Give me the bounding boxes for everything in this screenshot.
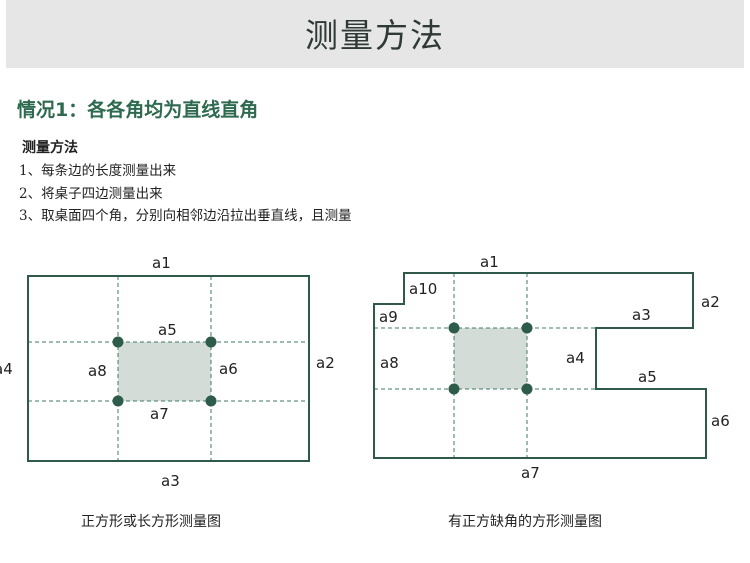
inner-shaded-area — [454, 328, 527, 389]
diagram-rectangle: a1 a2 a3 a4 a5 a6 a7 a8 — [0, 254, 335, 490]
label-a4: a4 — [0, 360, 13, 378]
notched-shape-outline — [373, 272, 707, 459]
corner-dot — [205, 336, 217, 348]
method-step: 2、将桌子四边测量出来 — [19, 185, 163, 202]
corner-dot — [112, 336, 124, 348]
label-a2: a2 — [701, 293, 720, 311]
label-a8: a8 — [380, 354, 399, 372]
header-bar: 测量方法 — [6, 0, 744, 68]
corner-dot — [521, 383, 533, 395]
case-title: 情况1：各各角均为直线直角 — [17, 99, 259, 121]
label-a3: a3 — [632, 306, 651, 324]
method-steps: 1、每条边的长度测量出来 2、将桌子四边测量出来 3、取桌面四个角，分别向相邻边… — [19, 160, 352, 228]
caption-rectangle-diagram: 正方形或长方形测量图 — [81, 514, 221, 530]
label-a8: a8 — [88, 362, 107, 380]
label-a2: a2 — [316, 354, 335, 372]
label-a5: a5 — [638, 368, 657, 386]
rectangle-outline — [27, 275, 310, 462]
label-a1: a1 — [152, 254, 171, 272]
label-a1: a1 — [480, 253, 499, 271]
label-a3: a3 — [161, 472, 180, 490]
label-a10: a10 — [409, 280, 437, 298]
label-a5: a5 — [158, 321, 177, 339]
corner-dot — [448, 383, 460, 395]
diagram-notched: a1 a2 a3 a4 a5 a6 a7 a8 a9 a10 — [373, 253, 730, 482]
caption-notched-diagram: 有正方缺角的方形测量图 — [448, 514, 602, 530]
method-step: 3、取桌面四个角，分别向相邻边沿拉出垂直线，且测量 — [19, 208, 352, 224]
inner-shaded-area — [118, 342, 211, 401]
corner-dot — [521, 322, 533, 334]
label-a7: a7 — [150, 405, 169, 423]
method-step: 1、每条边的长度测量出来 — [19, 163, 177, 179]
label-a9: a9 — [379, 308, 398, 326]
corner-dot — [112, 395, 124, 407]
page-title: 测量方法 — [305, 16, 445, 55]
method-title: 测量方法 — [22, 140, 78, 156]
corner-dot — [205, 395, 217, 407]
label-a6: a6 — [219, 360, 238, 378]
label-a7: a7 — [521, 464, 540, 482]
label-a6: a6 — [711, 412, 730, 430]
corner-dot — [448, 322, 460, 334]
label-a4: a4 — [566, 349, 585, 367]
